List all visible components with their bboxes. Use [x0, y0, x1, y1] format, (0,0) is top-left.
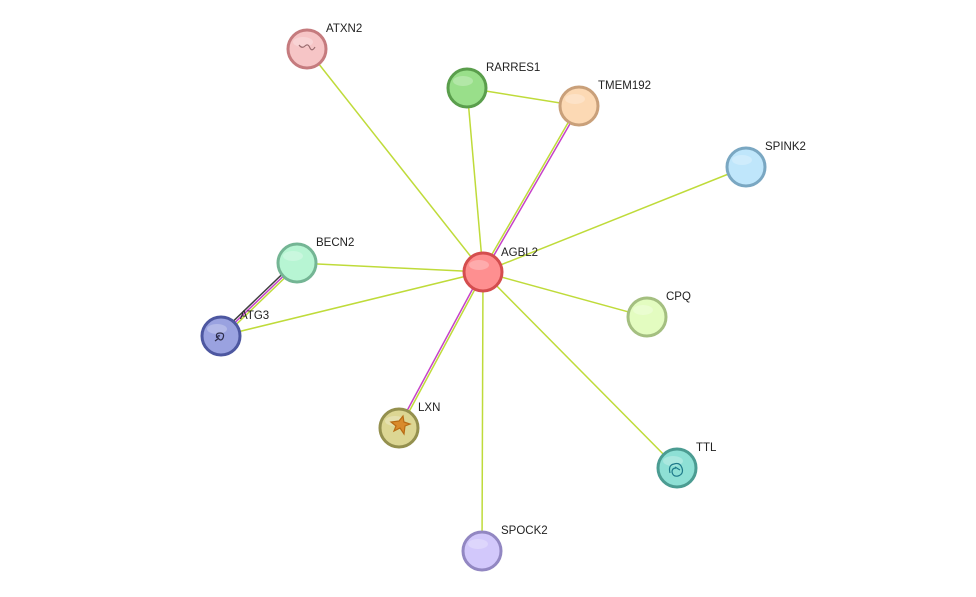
protein-structure-icon: [389, 414, 412, 436]
node-circle[interactable]: [461, 530, 503, 572]
node-tmem192[interactable]: TMEM192: [558, 80, 651, 127]
edge-line: [399, 272, 485, 429]
node-lxn[interactable]: LXN: [378, 402, 440, 449]
node-label-atxn2: ATXN2: [326, 23, 362, 35]
protein-structure-icon: [214, 332, 225, 342]
node-circle[interactable]: [286, 28, 328, 70]
node-label-becn2: BECN2: [316, 237, 354, 249]
edge-line: [482, 271, 678, 469]
node-label-tmem192: TMEM192: [598, 80, 651, 92]
node-label-spock2: SPOCK2: [501, 525, 548, 537]
node-circle[interactable]: [558, 85, 600, 127]
node-label-rarres1: RARRES1: [486, 62, 540, 74]
edge-line: [397, 271, 483, 428]
node-circle[interactable]: [626, 296, 668, 338]
node-circle[interactable]: [446, 67, 488, 109]
edge-agbl2-lxn: [397, 271, 485, 429]
node-highlight: [453, 76, 473, 86]
node-circle[interactable]: [725, 146, 767, 188]
node-label-agbl2: AGBL2: [501, 247, 538, 259]
node-highlight: [633, 305, 653, 315]
edge-line: [481, 105, 579, 272]
node-ttl[interactable]: TTL: [656, 442, 717, 489]
protein-structure-icon: [668, 462, 684, 477]
edge-agbl2-spink2: [482, 166, 747, 273]
edge-line: [306, 48, 484, 273]
node-highlight: [469, 260, 489, 270]
icon-path: [298, 44, 316, 51]
protein-structure-icon: [298, 44, 316, 51]
node-circle[interactable]: [200, 315, 242, 357]
edge-line: [481, 271, 484, 552]
node-highlight: [207, 324, 227, 334]
node-atg3[interactable]: ATG3: [200, 310, 269, 357]
edge-agbl2-ttl: [482, 271, 678, 469]
edge-line: [482, 166, 747, 273]
node-circle[interactable]: [276, 242, 318, 284]
edge-agbl2-cpq: [482, 271, 648, 318]
edge-agbl2-becn2: [296, 262, 484, 273]
edge-line: [466, 87, 484, 273]
edge-agbl2-atxn2: [306, 48, 484, 273]
node-spock2[interactable]: SPOCK2: [461, 525, 548, 572]
node-highlight: [468, 539, 488, 549]
node-highlight: [565, 94, 585, 104]
node-highlight: [283, 251, 303, 261]
edge-line: [296, 262, 484, 273]
edge-agbl2-rarres1: [466, 87, 484, 273]
node-becn2[interactable]: BECN2: [276, 237, 354, 284]
icon-path: [214, 332, 225, 342]
node-label-atg3: ATG3: [240, 310, 269, 322]
node-label-ttl: TTL: [696, 442, 717, 454]
edge-line: [483, 106, 581, 273]
node-agbl2[interactable]: AGBL2: [462, 247, 538, 293]
node-label-spink2: SPINK2: [765, 141, 806, 153]
icon-path: [668, 462, 684, 477]
node-label-cpq: CPQ: [666, 291, 691, 303]
node-cpq[interactable]: CPQ: [626, 291, 691, 338]
icon-path: [389, 414, 412, 436]
edge-agbl2-atg3: [220, 271, 484, 337]
node-rarres1[interactable]: RARRES1: [446, 62, 540, 109]
node-spink2[interactable]: SPINK2: [725, 141, 806, 188]
edge-agbl2-spock2: [481, 271, 484, 552]
node-highlight: [293, 37, 313, 47]
node-highlight: [732, 155, 752, 165]
edge-line: [220, 271, 484, 337]
edge-line: [482, 271, 648, 318]
node-label-lxn: LXN: [418, 402, 440, 414]
node-atxn2[interactable]: ATXN2: [286, 23, 362, 70]
edge-agbl2-tmem192: [481, 105, 581, 273]
node-circle[interactable]: [462, 251, 504, 293]
